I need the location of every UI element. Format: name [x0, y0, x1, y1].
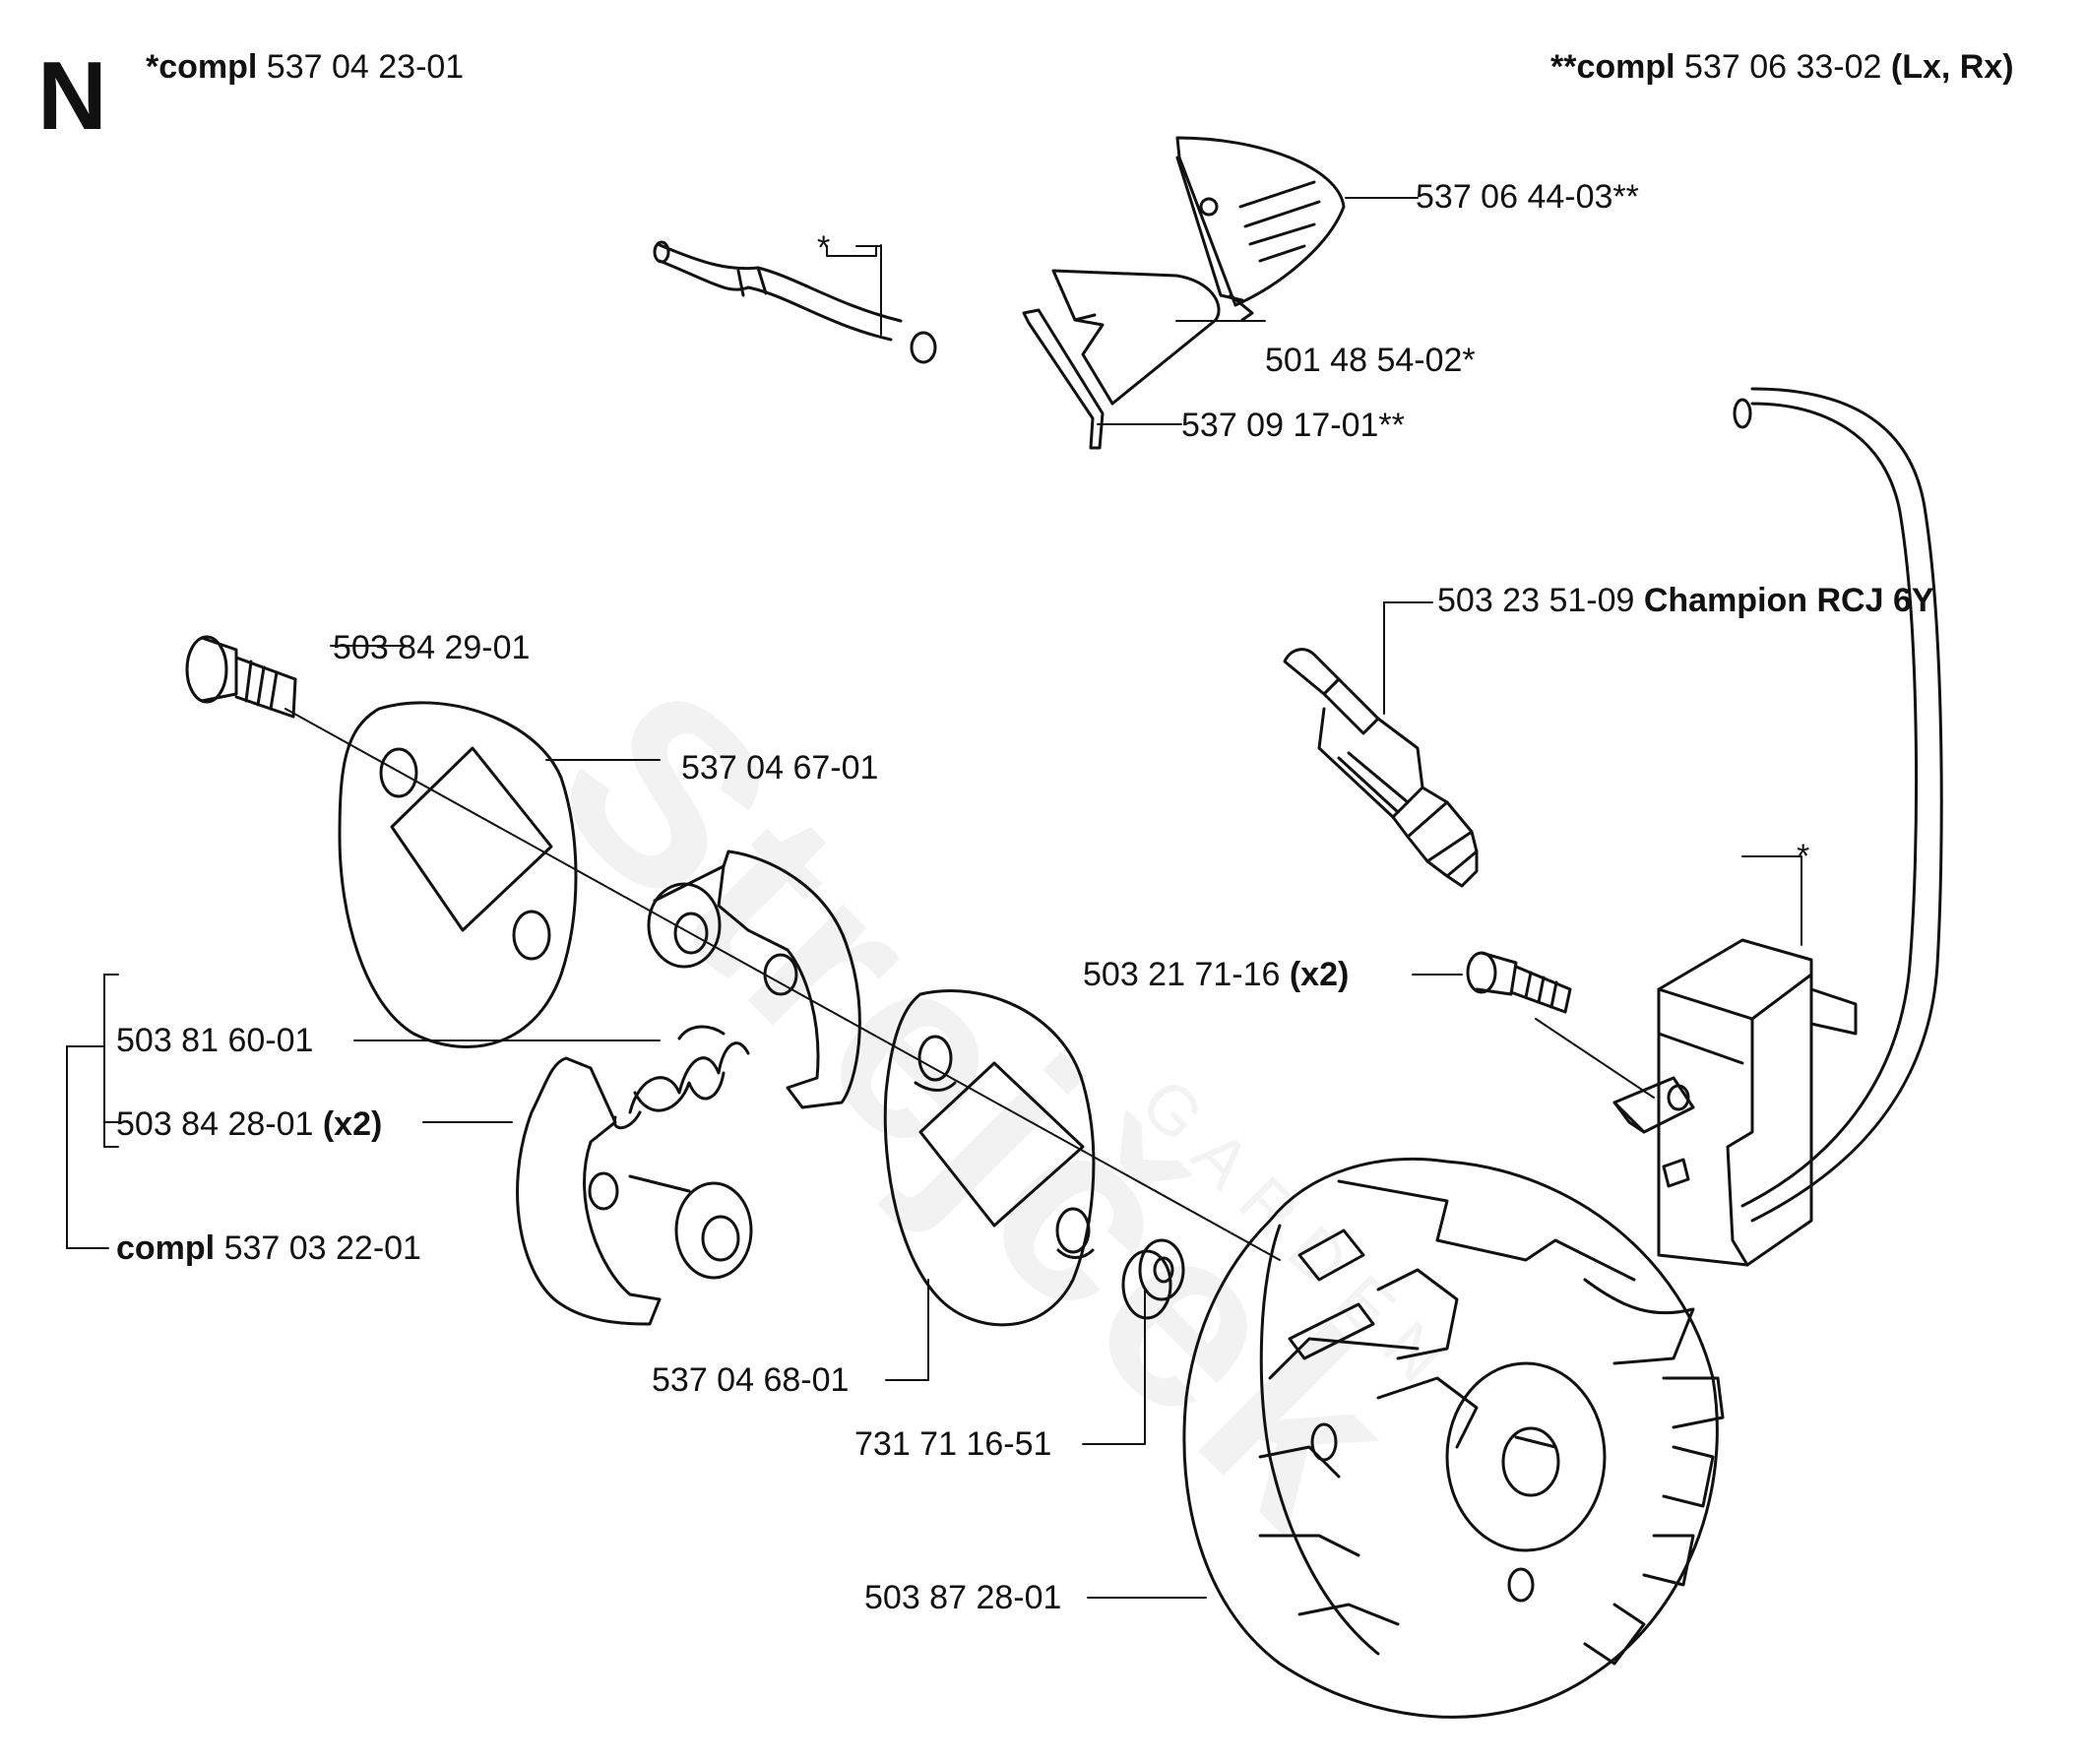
part-label-compl-537-03-22-01: compl 537 03 22-01: [116, 1228, 421, 1268]
part-label-537-04-68-01: 537 04 68-01: [652, 1361, 850, 1399]
air-guide-cover: [1175, 136, 1346, 322]
clutch-screw: [185, 635, 297, 719]
spark-plug-type: Champion RCJ 6Y: [1643, 582, 1934, 619]
clutch-shoe-lower: [516, 1056, 753, 1326]
part-label-731-71-16-51: 731 71 16-51: [854, 1425, 1052, 1463]
part-label-503-23-51-09: 503 23 51-09 Champion RCJ 6Y: [1437, 581, 1934, 620]
clutch-cover-plate: [338, 701, 578, 1048]
cover-plate: [1051, 269, 1221, 406]
header-left-number: 537 04 23-01: [257, 48, 465, 86]
part-label-537-04-67-01: 537 04 67-01: [681, 749, 879, 787]
part-label-module-star: *: [1797, 838, 1810, 875]
part-label-503-84-28-01: 503 84 28-01 (x2): [116, 1104, 382, 1144]
clutch-shoe-qty: (x2): [322, 1105, 383, 1143]
spark-plug: [1283, 648, 1479, 888]
section-letter: N: [37, 41, 107, 150]
module-screw-number: 503 21 71-16: [1083, 956, 1290, 993]
clutch-shoe-upper: [647, 850, 861, 1109]
assembly-axis: [284, 708, 1281, 1261]
header-right-number: 537 06 33-02: [1674, 48, 1891, 86]
part-label-503-81-60-01: 503 81 60-01: [116, 1022, 314, 1059]
spark-plug-number: 503 23 51-09: [1437, 582, 1644, 619]
flywheel-nut: [1121, 1238, 1185, 1320]
header-right-assembly: **compl 537 06 33-02 (Lx, Rx): [1550, 47, 2014, 87]
header-right-suffix: (Lx, Rx): [1890, 48, 2014, 86]
ignition-axis: [1535, 1018, 1655, 1099]
header-left-assembly: *compl 537 04 23-01: [146, 47, 464, 87]
impulse-hose: [653, 240, 937, 364]
ignition-module: [1612, 938, 1858, 1267]
ht-lead: [1733, 387, 1943, 1223]
leader-lines: [66, 197, 1802, 1599]
ignition-module-screw: [1466, 951, 1572, 1014]
header-right-bold: **compl: [1550, 48, 1675, 86]
part-label-503-21-71-16: 503 21 71-16 (x2): [1083, 955, 1349, 994]
module-screw-qty: (x2): [1289, 956, 1350, 993]
part-label-501-48-54-02: 501 48 54-02*: [1265, 342, 1476, 379]
header-left-bold: *compl: [146, 48, 258, 86]
part-label-537-06-44-03: 537 06 44-03**: [1416, 178, 1639, 216]
bracket-wire: [1022, 308, 1105, 450]
clutch-spring: [612, 1025, 750, 1130]
part-label-537-09-17-01: 537 09 17-01**: [1181, 407, 1405, 444]
clutch-compl-bold: compl: [116, 1229, 216, 1267]
clutch-shoe-number: 503 84 28-01: [116, 1105, 323, 1143]
clutch-washer-plate: [883, 989, 1096, 1327]
flywheel: [1182, 1158, 1725, 1719]
clutch-compl-number: 537 03 22-01: [215, 1229, 421, 1267]
part-label-503-84-29-01: 503 84 29-01: [333, 629, 531, 666]
part-label-503-87-28-01: 503 87 28-01: [864, 1579, 1062, 1616]
part-label-impulse-hose-star: *: [817, 229, 831, 267]
